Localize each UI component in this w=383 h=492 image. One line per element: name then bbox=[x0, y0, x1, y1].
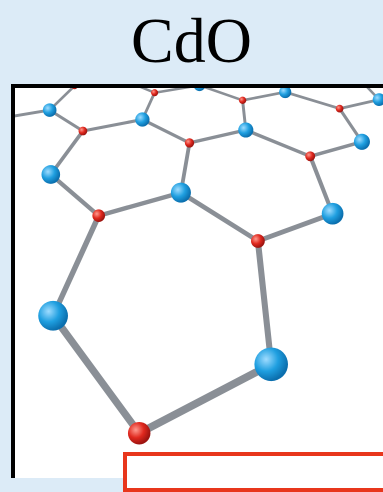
cd-atom bbox=[238, 122, 254, 138]
cd-atom bbox=[38, 300, 68, 331]
bond bbox=[48, 172, 101, 218]
bond bbox=[254, 237, 275, 368]
cd-atom bbox=[372, 93, 383, 106]
cd-atom bbox=[42, 103, 57, 117]
o-atom bbox=[335, 104, 344, 113]
page-title: CdO bbox=[131, 5, 252, 76]
o-atom bbox=[71, 88, 78, 90]
bond bbox=[283, 90, 341, 110]
cd-atom bbox=[135, 112, 150, 127]
o-atom bbox=[305, 151, 316, 162]
cd-atom bbox=[41, 165, 61, 184]
bond bbox=[96, 190, 184, 218]
o-atom bbox=[78, 126, 88, 136]
cd-atom bbox=[170, 182, 191, 203]
lattice-panel bbox=[11, 84, 383, 478]
bond bbox=[203, 88, 244, 102]
bond bbox=[81, 117, 144, 133]
cd-atom bbox=[353, 133, 370, 150]
o-atom bbox=[238, 96, 247, 104]
bond bbox=[178, 190, 261, 244]
o-atom bbox=[184, 138, 195, 148]
bond bbox=[153, 88, 191, 94]
o-atom bbox=[127, 421, 151, 445]
bond bbox=[244, 128, 312, 159]
o-atom bbox=[251, 234, 265, 248]
bond bbox=[50, 212, 102, 319]
o-atom bbox=[92, 209, 106, 223]
cd-atom bbox=[321, 202, 344, 225]
highlight-box bbox=[123, 452, 383, 492]
bond bbox=[308, 140, 364, 159]
bond bbox=[140, 117, 192, 145]
bond bbox=[49, 312, 143, 437]
bond bbox=[135, 360, 276, 438]
bond bbox=[187, 128, 248, 145]
bond bbox=[255, 211, 336, 244]
cd-atom bbox=[254, 347, 288, 382]
o-atom bbox=[151, 89, 159, 97]
lattice-image bbox=[15, 88, 383, 445]
bond bbox=[139, 88, 156, 94]
bond bbox=[15, 108, 52, 118]
bond bbox=[338, 98, 381, 110]
bond bbox=[241, 90, 287, 102]
cd-atom bbox=[279, 88, 292, 99]
cd-atom bbox=[194, 88, 205, 92]
